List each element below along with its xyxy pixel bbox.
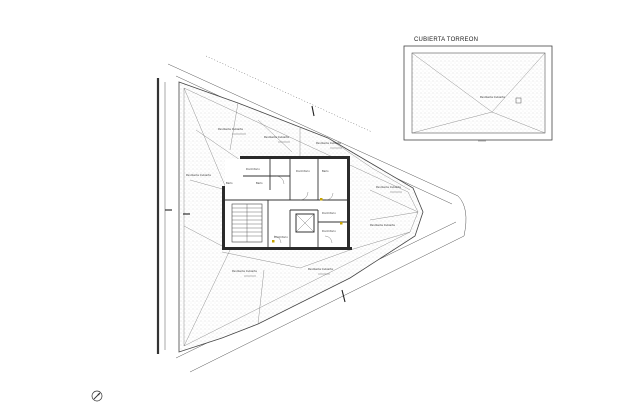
torreon-ridge-lines	[411, 52, 546, 134]
slope-label-8: Pendiente Cubierta	[186, 173, 211, 177]
torreon-roof-surface	[411, 52, 546, 134]
core-wall-north	[240, 156, 350, 159]
torreon-roof-label: Pendiente Cubierta	[480, 95, 505, 99]
torreon-title: CUBIERTA TORREON	[414, 37, 478, 43]
room-label-8: Dormitorio	[322, 211, 336, 215]
slope-label-2: Pendiente Cubierta	[264, 135, 289, 139]
room-label-1: Dormitorio	[246, 167, 260, 171]
staircase	[231, 203, 263, 243]
torreon-roof-plan: CUBIERTA TORREON Pendiente Cubierta	[403, 37, 553, 142]
room-label-4: Baño	[322, 169, 329, 173]
main-roof-plan: Dormitorio Baño Dormitorio Baño Baño Dor…	[178, 81, 424, 353]
roof-hip-lines	[183, 87, 419, 347]
section-markers	[165, 105, 346, 303]
core-wall-west	[222, 186, 225, 250]
slope-label-1: Pendiente Cubierta	[218, 127, 243, 131]
torreon-skylight	[515, 97, 522, 104]
north-arrow-icon	[91, 390, 103, 402]
slope-label-7: Pendiente Cubierta	[232, 269, 257, 273]
fixture-markers	[272, 198, 343, 243]
torreon-outer-border	[403, 45, 553, 141]
core-inner-fill-2	[243, 159, 347, 189]
slope-label-3: Pendiente Cubierta	[316, 141, 341, 145]
room-label-6: Dormitorio	[274, 235, 288, 239]
slope-label-4: Pendiente Cubierta	[376, 185, 401, 189]
central-core: Dormitorio Baño Dormitorio Baño Baño Dor…	[222, 156, 352, 250]
room-label-5: Baño	[226, 181, 233, 185]
slope-label-5: Pendiente Cubierta	[370, 223, 395, 227]
elevator-shaft	[295, 213, 315, 233]
room-label-7: Dormitorio	[322, 229, 336, 233]
room-label-3: Dormitorio	[296, 169, 310, 173]
slope-label-6: Pendiente Cubierta	[308, 267, 333, 271]
slope-arrows	[232, 133, 402, 277]
core-wall-south	[222, 247, 352, 250]
door-swings	[273, 175, 334, 244]
main-roof-inner-edge	[183, 87, 419, 347]
room-label-2: Baño	[256, 181, 263, 185]
roof-slope-labels: Pendiente Cubierta Pendiente Cubierta Pe…	[186, 127, 401, 273]
core-wall-east	[347, 158, 350, 248]
